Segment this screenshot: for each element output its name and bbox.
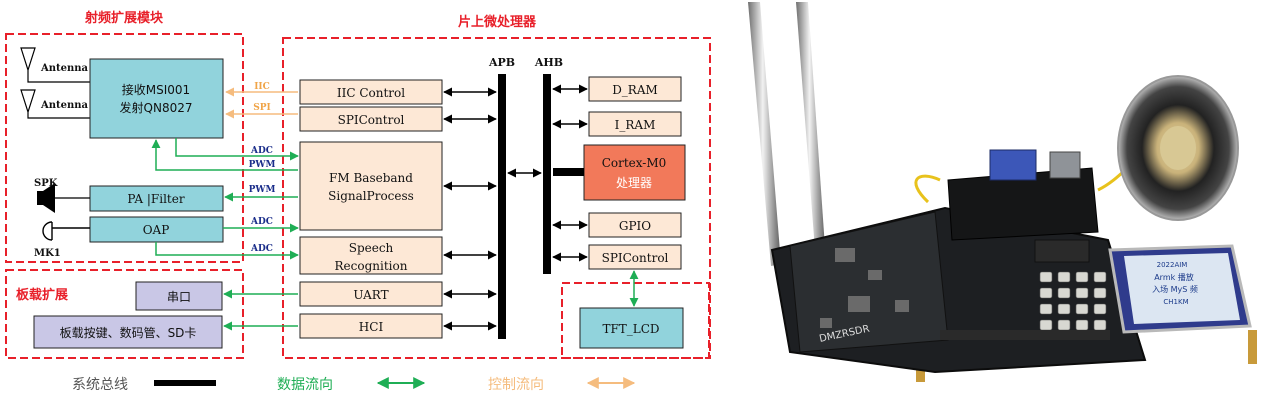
spi-control-block [299, 106, 443, 132]
fm-baseband-line1: FM Baseband [329, 171, 413, 185]
oap-block [89, 216, 224, 243]
lcd-text-4: CH1KM [1163, 298, 1188, 306]
vga-connector [989, 149, 1037, 181]
antenna-label-2: Antenna [40, 100, 89, 111]
dram-block [588, 76, 682, 102]
bus-connections [443, 84, 588, 331]
spi-control-label: SPIControl [338, 113, 405, 127]
usb-connector [1049, 151, 1081, 179]
cortex-line2: 处理器 [616, 176, 652, 190]
apb-bus [498, 74, 506, 339]
board-keys-block [33, 315, 223, 349]
ahb-bus [543, 74, 551, 274]
cpu-region [282, 37, 711, 359]
antenna-label-1: Antenna [40, 63, 89, 74]
lcd-screen [1124, 253, 1240, 324]
legend-data-label: 数据流向 [277, 377, 333, 393]
keypad [1039, 271, 1107, 331]
ahb-label: AHB [534, 56, 563, 69]
iram-label: I_RAM [615, 118, 656, 132]
serial-port-block [135, 281, 223, 311]
adc-arrow-label-1: ADC [250, 146, 273, 156]
microphone-icon [42, 221, 90, 241]
antenna-icon [20, 47, 90, 119]
pwm-arrow-label-2: PWM [249, 185, 276, 195]
serial-port-label: 串口 [167, 290, 191, 304]
hardware-photo: DMZRSDR 2022AIM Armk 播放 入场 MyS 频 CH1KM [741, 0, 1287, 411]
iic-arrow-label: IIC [254, 82, 270, 92]
uart-block [299, 281, 443, 307]
gpio-label: GPIO [619, 219, 651, 233]
data-arrows [151, 138, 639, 331]
cortex-line1: Cortex-M0 [602, 156, 667, 170]
cpu-region-title: 片上微处理器 [458, 14, 537, 30]
antenna-rod-right [796, 2, 826, 263]
seven-segment-display [1034, 239, 1090, 263]
iram-block [588, 111, 682, 137]
pin-header [940, 330, 1110, 340]
board-keys-label: 板载按键、数码管、SD卡 [60, 325, 197, 340]
control-arrows [225, 87, 298, 119]
legend-control-label: 控制流向 [488, 377, 544, 393]
ahb-spi-block [588, 244, 682, 270]
rf-region-title: 射频扩展模块 [84, 10, 164, 26]
hci-label: HCI [359, 320, 384, 334]
speaker-cone-center [1160, 126, 1196, 170]
iic-control-label: IIC Control [337, 86, 405, 100]
transceiver-block [89, 58, 224, 139]
ahb-spi-label: SPIControl [602, 251, 669, 265]
legend-bus-label: 系统总线 [72, 377, 128, 393]
speech-line2: Recognition [335, 259, 408, 273]
uart-label: UART [353, 288, 388, 302]
antenna-cable [914, 174, 941, 204]
adc-arrow-label-2: ADC [250, 217, 273, 227]
board-region-title: 板载扩展 [16, 287, 69, 303]
gpio-block [588, 212, 682, 238]
lcd-text-3: 入场 MyS 频 [1152, 284, 1198, 294]
mk1-label: MK1 [34, 248, 61, 259]
rf-region [5, 33, 244, 263]
transceiver-line1: 接收MSI001 [122, 82, 190, 97]
lcd-text-1: 2022AIM [1157, 261, 1188, 269]
antenna-rod-left [748, 2, 781, 266]
tft-lcd-label: TFT_LCD [602, 322, 659, 336]
iic-control-block [299, 79, 443, 105]
lcd-text-2: Armk 播放 [1154, 272, 1194, 282]
legend-bus-swatch [154, 380, 216, 386]
adc-arrow-label-3: ADC [250, 244, 273, 254]
cortex-m0-block [583, 144, 686, 201]
legend: 系统总线 数据流向 控制流向 [72, 377, 636, 393]
oap-label: OAP [143, 223, 170, 237]
spi-arrow-label: SPI [253, 103, 270, 113]
cortex-bus-link [553, 168, 584, 176]
pa-filter-block [89, 185, 224, 212]
speaker-icon [37, 183, 90, 213]
tft-lcd-block [579, 307, 684, 349]
dram-label: D_RAM [612, 83, 658, 97]
pa-filter-label: PA |Filter [127, 192, 184, 206]
fm-baseband-line2: SignalProcess [328, 189, 414, 203]
speech-recognition-block [299, 236, 443, 275]
spk-label: SPK [34, 178, 58, 189]
standoff-2 [1248, 330, 1257, 364]
fm-baseband-block [299, 141, 443, 231]
board-region [5, 269, 244, 359]
hci-block [299, 313, 443, 339]
transceiver-line2: 发射QN8027 [120, 100, 193, 115]
pwm-arrow-label-1: PWM [249, 160, 276, 170]
speech-line1: Speech [349, 241, 394, 255]
apb-label: APB [488, 56, 515, 69]
mcu-module [947, 167, 1099, 241]
